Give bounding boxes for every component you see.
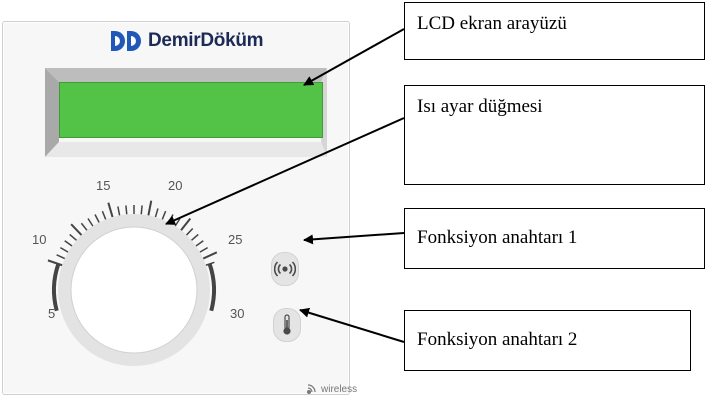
dial-scale-label: 25 xyxy=(228,232,242,247)
dial-tick xyxy=(70,223,83,236)
signal-icon xyxy=(274,261,296,277)
dial-tick xyxy=(101,210,107,220)
callout-lcd: LCD ekran arayüzü xyxy=(404,2,705,60)
dial-tick xyxy=(94,214,100,223)
dial-end-arc xyxy=(52,263,61,312)
dial-tick xyxy=(191,233,199,241)
dial-tick xyxy=(185,228,194,236)
dial-scale-label: 30 xyxy=(230,306,244,321)
dial-tick xyxy=(59,246,69,253)
dial-tick xyxy=(80,222,88,231)
dial-tick xyxy=(199,246,209,253)
wireless-icon xyxy=(307,384,316,394)
dial-tick xyxy=(161,210,167,220)
wireless-label: wireless xyxy=(321,383,358,395)
dial-tick xyxy=(202,251,218,260)
dial-scale-label: 20 xyxy=(168,178,182,193)
callout-function-switch-1: Fonksiyon anahtarı 1 xyxy=(404,208,705,269)
dial-tick xyxy=(69,233,77,241)
brand-name: DemirDöküm xyxy=(148,30,264,51)
dial-scale-label: 10 xyxy=(32,232,46,247)
dial-scale-ticks xyxy=(47,200,218,312)
dial-tick xyxy=(117,206,121,216)
dial-tick xyxy=(125,205,128,215)
dial-tick xyxy=(47,259,63,267)
dial-tick xyxy=(147,200,153,216)
dial-tick xyxy=(64,240,73,247)
dial-tick xyxy=(154,208,159,218)
arrow-lcd xyxy=(303,28,405,86)
dial-end-arc xyxy=(207,263,216,312)
arrow-function-switch-1 xyxy=(303,232,405,245)
dial-scale-label: 5 xyxy=(48,306,55,321)
dial-tick xyxy=(107,202,114,218)
arrow-dial xyxy=(165,117,405,225)
lcd-bezel xyxy=(45,68,327,157)
arrow-function-switch-2 xyxy=(299,307,405,343)
dial-tick xyxy=(140,205,143,215)
dial-tick xyxy=(87,218,94,227)
callout-function-switch-2: Fonksiyon anahtarı 2 xyxy=(404,310,691,371)
wireless-badge: wireless xyxy=(305,383,357,395)
dial-scale-label: 15 xyxy=(96,178,110,193)
dial-tick xyxy=(180,217,192,231)
dial-tick xyxy=(205,261,215,266)
dial-knob xyxy=(70,226,198,354)
brand-logo: DemirDöküm xyxy=(111,28,264,54)
dial-tick xyxy=(56,254,66,260)
dial-tick xyxy=(195,240,204,247)
lcd-screen xyxy=(59,82,323,138)
function-switch-2[interactable] xyxy=(273,308,301,342)
function-switch-1[interactable] xyxy=(271,252,299,286)
brand-logo-mark xyxy=(111,31,143,51)
callout-dial: Isı ayar düğmesi xyxy=(404,85,705,185)
dial-scale-labels: 5 10 15 20 25 30 xyxy=(32,178,244,321)
thermometer-icon xyxy=(283,314,291,335)
